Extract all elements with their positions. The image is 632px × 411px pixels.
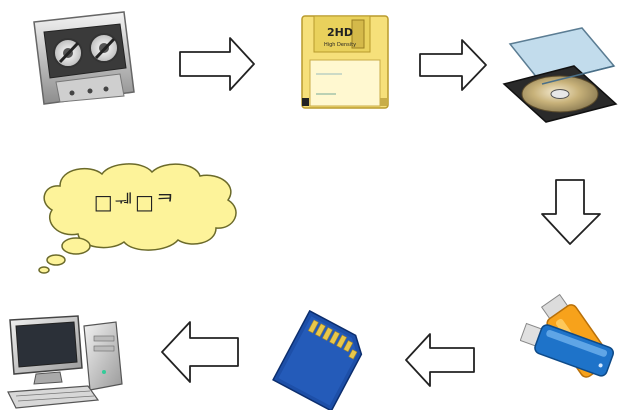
arrow-left-1 (404, 332, 476, 388)
thought-bubble (30, 158, 250, 278)
arrow-right-2 (418, 38, 488, 92)
arrow-right-1 (178, 36, 256, 92)
floppy-sublabel: High Density (324, 42, 356, 48)
sd-card-icon (266, 310, 376, 410)
desktop-computer-icon (6, 312, 126, 410)
arrow-down (540, 178, 602, 246)
thought-bubble-text: □ᅰ□ᄏ (93, 190, 177, 214)
floppy-label: 2HD (327, 26, 353, 39)
arrow-left-2 (160, 320, 240, 384)
cd-case-icon (502, 26, 620, 126)
usb-flash-drive-icon (520, 284, 626, 384)
floppy-disk-icon: 2HD High Density (300, 14, 392, 112)
cassette-tape-icon (28, 8, 140, 108)
